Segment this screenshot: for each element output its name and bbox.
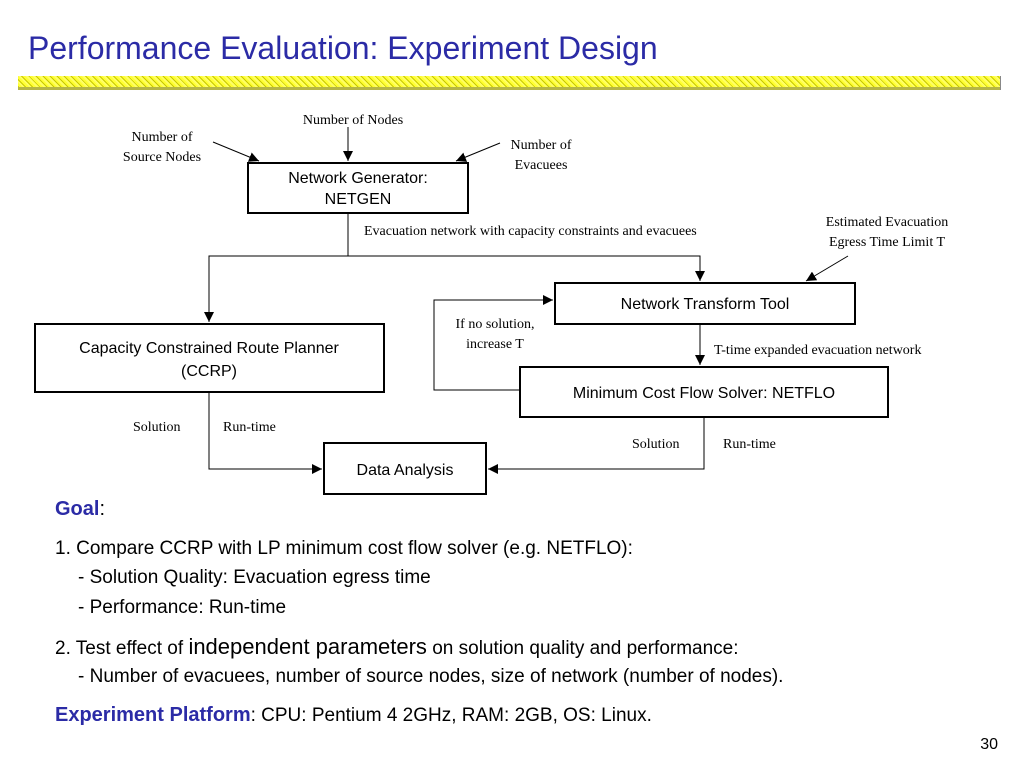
label-netflo-runtime: Run-time (723, 437, 776, 452)
ccrp-box (34, 323, 385, 393)
flow-diagram: Network Generator: NETGEN Network Transf… (34, 113, 948, 495)
ccrp-box-label-1: Capacity Constrained Route Planner (79, 340, 339, 357)
ccrp-box-label-2: (CCRP) (181, 363, 237, 380)
goal-item-2: 2. Test effect of independent parameters… (55, 634, 739, 660)
platform-text: : CPU: Pentium 4 2GHz, RAM: 2GB, OS: Lin… (250, 705, 652, 726)
netgen-box-label-2: NETGEN (325, 191, 392, 208)
goal-heading: Goal: (55, 498, 105, 521)
goal-label: Goal (55, 498, 100, 520)
label-evacuees-2: Evacuees (515, 158, 568, 173)
label-texpanded-network: T-time expanded evacuation network (714, 343, 921, 358)
line-split (208, 255, 705, 321)
label-netflo-solution: Solution (632, 437, 679, 452)
transform-box-label: Network Transform Tool (621, 296, 790, 313)
goal-item-2-emphasis: independent parameters (188, 634, 427, 659)
label-source-nodes-1: Number of (131, 130, 192, 145)
label-evacuation-network: Evacuation network with capacity constra… (364, 224, 697, 239)
goal-colon: : (99, 498, 106, 520)
data-analysis-box (323, 442, 487, 495)
label-egress-2: Egress Time Limit T (829, 235, 945, 250)
label-ccrp-solution: Solution (133, 420, 180, 435)
feedback-loop-arrow (433, 295, 553, 391)
label-evacuees-1: Number of (510, 138, 571, 153)
goal-item-2-post: on solution quality and performance: (426, 638, 739, 659)
slide-title: Performance Evaluation: Experiment Desig… (28, 30, 658, 66)
arrow-ccrp-to-analysis (208, 392, 322, 474)
transform-box (554, 282, 856, 325)
netgen-box (247, 162, 469, 214)
netgen-box-label-1: Network Generator: (288, 170, 428, 187)
goal-item-1: 1. Compare CCRP with LP minimum cost flo… (55, 538, 633, 559)
arrow-netflo-to-analysis (488, 417, 705, 474)
arrow-evacuees-to-netgen (455, 142, 501, 162)
label-ccrp-runtime: Run-time (223, 420, 276, 435)
label-number-of-nodes: Number of Nodes (303, 113, 403, 128)
page-number: 30 (980, 736, 998, 753)
goal-item-2-sub-1: - Number of evacuees, number of source n… (78, 666, 784, 687)
netflo-box-label: Minimum Cost Flow Solver: NETFLO (573, 385, 835, 402)
goal-item-2-pre: 2. Test effect of (55, 638, 189, 659)
label-egress-1: Estimated Evacuation (826, 215, 948, 230)
arrow-egress-to-transform (805, 255, 849, 282)
data-analysis-box-label: Data Analysis (357, 462, 454, 479)
goal-item-1-sub-2: - Performance: Run-time (78, 597, 287, 618)
goal-item-1-sub-1: - Solution Quality: Evacuation egress ti… (78, 567, 431, 588)
label-no-solution-1: If no solution, (456, 317, 535, 332)
platform-label: Experiment Platform (55, 704, 251, 726)
experiment-platform: Experiment Platform: CPU: Pentium 4 2GHz… (55, 704, 652, 727)
label-source-nodes-2: Source Nodes (123, 150, 201, 165)
label-no-solution-2: increase T (466, 337, 524, 352)
title-underline-bar (18, 76, 1001, 90)
arrow-source-to-netgen (212, 141, 260, 162)
